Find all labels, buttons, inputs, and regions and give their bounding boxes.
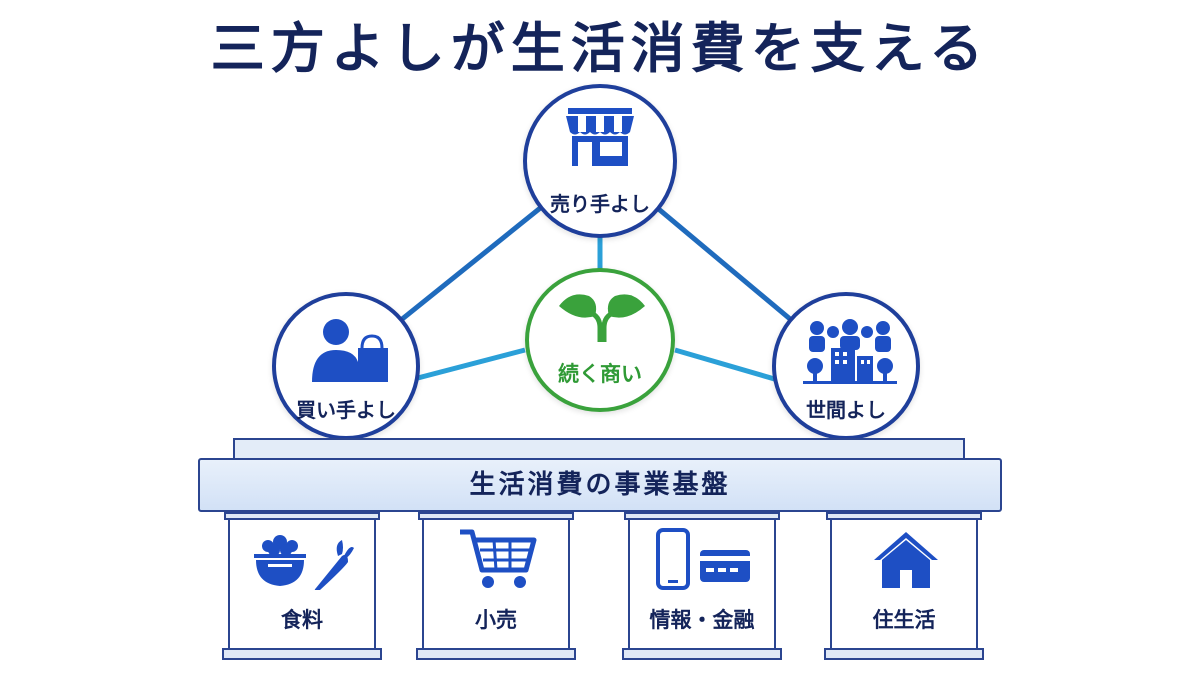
pillar-food: 食料 — [222, 512, 382, 660]
phone-card-icon — [656, 528, 750, 590]
center-label: 続く商い — [558, 362, 642, 386]
node-buyer: 買い手よし — [272, 292, 420, 440]
pillar-info-finance: 情報・金融 — [622, 512, 782, 660]
node-center: 続く商い — [525, 268, 675, 412]
pillar-base — [416, 648, 576, 660]
node-seller: 売り手よし — [523, 84, 677, 238]
pillar-label: 住生活 — [872, 608, 936, 632]
pillar-label: 小売 — [475, 608, 517, 632]
sprout-icon — [559, 294, 645, 342]
seller-label: 売り手よし — [550, 192, 650, 216]
rice-bowl-carrot-icon — [254, 535, 354, 590]
pillar-label: 食料 — [281, 608, 323, 632]
foundation-beam: 生活消費の事業基盤 — [198, 458, 1002, 512]
pillar-base — [622, 648, 782, 660]
pillar-base — [222, 648, 382, 660]
pillar-cap — [826, 512, 982, 520]
shopper-icon — [312, 319, 388, 382]
line-buyer-center — [409, 347, 526, 383]
society-label: 世間よし — [806, 398, 886, 422]
pillar-cap — [224, 512, 380, 520]
pillar-cap — [418, 512, 574, 520]
page-title: 三方よしが生活消費を支える — [210, 17, 990, 80]
storefront-icon — [566, 108, 634, 166]
buyer-label: 買い手よし — [296, 398, 396, 422]
pillar-cap — [624, 512, 780, 520]
node-society: 世間よし — [772, 292, 920, 440]
line-society-center — [674, 347, 779, 383]
shopping-cart-icon — [460, 529, 537, 588]
community-icon — [803, 319, 897, 384]
pillar-base — [824, 648, 984, 660]
foundation-beam-top — [233, 438, 965, 460]
pillar-housing: 住生活 — [824, 512, 984, 660]
house-icon — [874, 532, 938, 588]
pillar-label: 情報・金融 — [649, 608, 755, 632]
pillar-retail: 小売 — [416, 512, 576, 660]
